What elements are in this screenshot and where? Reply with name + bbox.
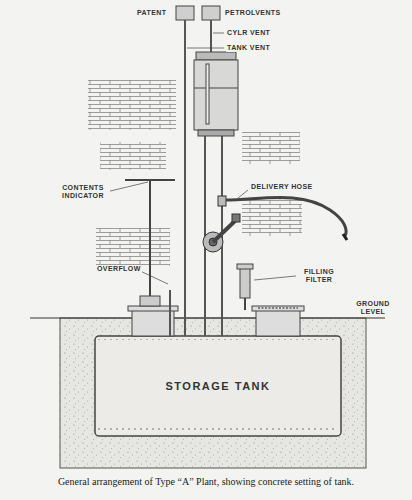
delivery-hose [226,198,346,237]
filling-filter [237,264,296,310]
part-label: TANK VENT [226,44,271,52]
concrete-setting [60,318,366,468]
pump [203,196,240,252]
part-label: DELIVERY HOSE [250,183,314,191]
tank-label: STORAGE TANK [166,380,271,392]
tank-shell [95,336,341,436]
part-label: GROUND LEVEL [352,300,394,316]
part-label: CONTENTS INDICATOR [56,184,110,200]
measuring-cylinder [194,52,238,136]
contents-indicator [106,180,175,306]
ground-line [30,317,385,318]
nozzle [343,234,347,240]
part-label: FILLING FILTER [298,268,340,284]
rivets [98,428,338,433]
part-label: PATENT [136,9,167,17]
part-label: PETROLVENTS [224,9,282,17]
petrolvent [176,6,220,20]
caption: General arrangement of Type “A” Plant, s… [0,476,412,487]
manhole [128,306,304,336]
part-label: CYLR VENT [226,29,271,37]
storage-tank: STORAGE TANK [100,346,336,426]
rivets [98,339,338,344]
part-label: OVERFLOW [96,265,142,273]
